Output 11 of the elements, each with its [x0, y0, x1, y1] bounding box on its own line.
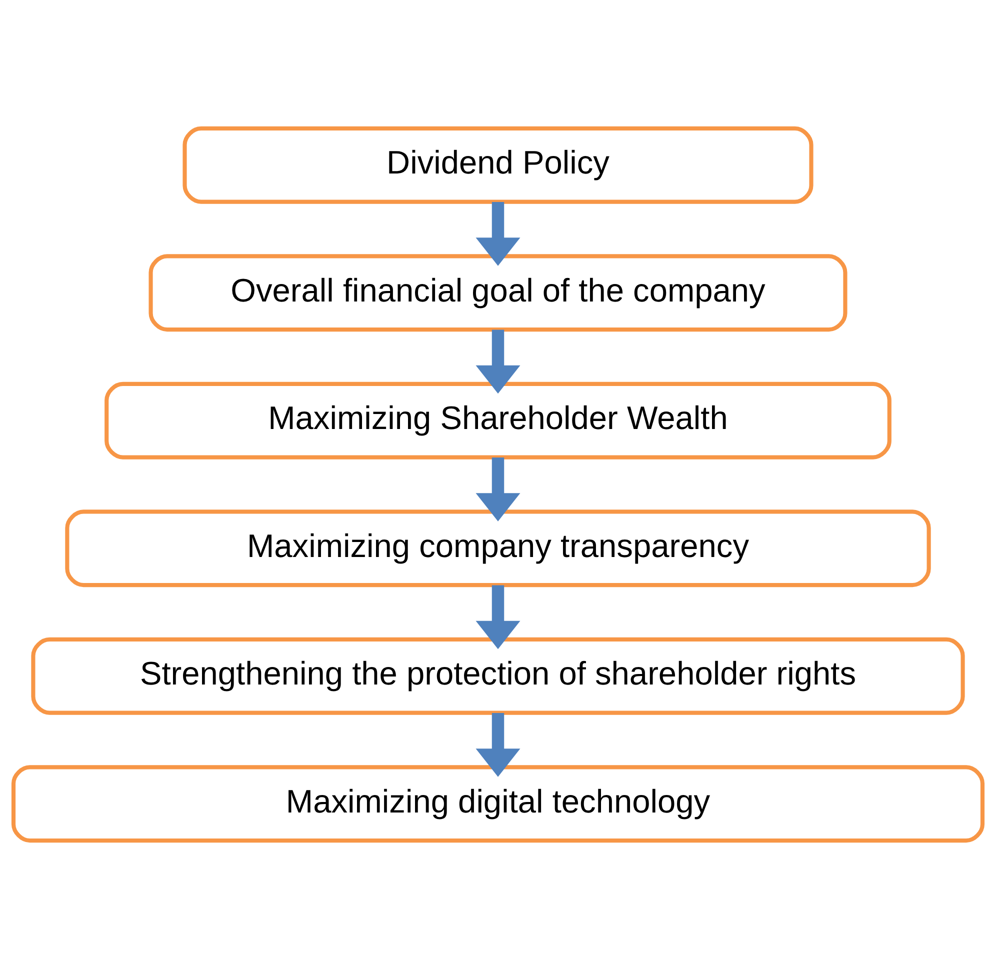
arrow	[476, 457, 520, 522]
arrow	[476, 585, 520, 650]
node-box: Dividend Policy	[182, 126, 814, 204]
node-box: Maximizing digital technology	[11, 765, 985, 843]
node-box: Overall financial goal of the company	[148, 254, 848, 332]
arrow	[476, 330, 520, 394]
arrow	[476, 202, 520, 266]
node-box: Strengthening the protection of shareholder rights	[31, 637, 965, 715]
node-box: Maximizing company transparency	[65, 510, 931, 588]
arrow	[476, 712, 520, 777]
node-box: Maximizing Shareholder Wealth	[104, 382, 892, 460]
